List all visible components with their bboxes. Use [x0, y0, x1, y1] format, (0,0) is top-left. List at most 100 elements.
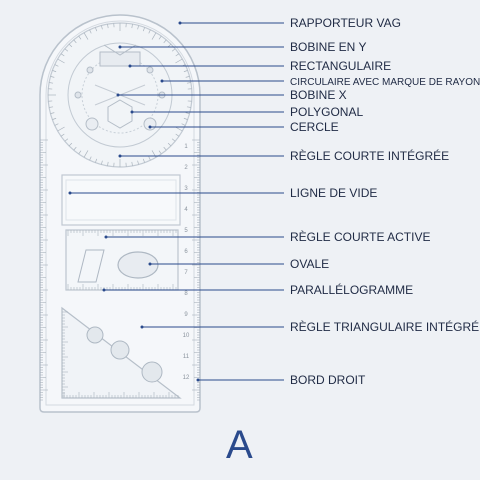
label-parallelogramme: PARALLÉLOGRAMME — [290, 283, 414, 297]
protractor-tick — [60, 53, 65, 57]
rectangular-slot — [99, 51, 141, 67]
ruler-number: 2 — [184, 165, 188, 171]
protractor-tick — [158, 35, 162, 40]
protractor-tick — [64, 48, 69, 52]
protractor-tick — [151, 32, 157, 40]
protractor-tick — [50, 76, 55, 78]
protractor-tick — [101, 25, 103, 30]
leader-dot — [148, 262, 152, 266]
protractor-tick — [52, 117, 57, 120]
ruler-number: 5 — [184, 228, 188, 234]
figure-caption: A — [226, 423, 253, 467]
protractor-tick — [54, 64, 59, 67]
ruler-number: 3 — [184, 186, 188, 192]
protractor-tick — [175, 58, 183, 64]
leader-dot — [128, 64, 132, 68]
label-bobine-x: BOBINE X — [290, 88, 347, 102]
protractor-tick — [57, 126, 65, 132]
ruler-number: 7 — [184, 270, 188, 276]
protractor-tick — [171, 138, 176, 142]
protractor-tick — [148, 156, 151, 161]
protractor-tick — [83, 32, 89, 40]
protractor-tick — [68, 43, 73, 48]
protractor-tick — [185, 76, 190, 78]
protractor-tick — [49, 82, 54, 84]
ruler-scale-right — [192, 139, 200, 401]
protractor-tick — [175, 53, 180, 57]
leader-lines — [68, 21, 284, 382]
protractor-tick — [50, 112, 55, 114]
protractor-tick — [167, 142, 172, 147]
protractor-tick — [89, 156, 92, 161]
protractor-tick — [183, 117, 188, 120]
ruler-number: 1 — [184, 144, 188, 150]
empty-line-window — [61, 174, 181, 226]
protractor-tick — [60, 133, 65, 137]
circle-hole-top-left — [86, 66, 94, 74]
triangle-hole-1 — [86, 326, 104, 344]
protractor-tick — [175, 133, 180, 137]
protractor-tick — [181, 123, 186, 126]
leader-dot — [130, 110, 134, 114]
protractor-tick — [68, 142, 73, 147]
protractor-tick — [101, 160, 103, 165]
label-ovale: OVALE — [290, 257, 330, 271]
label-bobine-en-y: BOBINE EN Y — [290, 40, 367, 54]
leader-dot — [178, 21, 182, 25]
ruler-number: 9 — [184, 312, 188, 318]
protractor-tick — [163, 39, 167, 44]
label-ligne-de-vide: LIGNE DE VIDE — [290, 186, 378, 200]
leader-dot — [118, 154, 122, 158]
leader-dot — [160, 79, 164, 83]
protractor-tick — [64, 138, 69, 142]
ruler-number: 8 — [184, 291, 188, 297]
protractor-tick — [78, 150, 82, 155]
triangle-hole-3 — [141, 361, 163, 383]
protractor-tick — [137, 160, 139, 165]
protractor-tick — [73, 39, 77, 44]
protractor-tick — [137, 25, 139, 30]
protractor-tick — [142, 158, 145, 163]
protractor-tick — [52, 70, 57, 73]
label-regle-triangulaire-integree: RÈGLE TRIANGULAIRE INTÉGRÉE — [290, 320, 480, 334]
label-regle-courte-active: RÈGLE COURTE ACTIVE — [290, 230, 431, 244]
y-coil-shape — [103, 44, 137, 56]
protractor-tick — [107, 161, 109, 166]
ruler-scale-left — [40, 139, 48, 401]
protractor-tick — [163, 146, 167, 151]
empty-line-inner — [65, 179, 177, 221]
triangle-ticks — [62, 311, 179, 398]
protractor-tick — [54, 123, 59, 126]
protractor-tick — [185, 112, 190, 114]
protractor-tick — [107, 24, 109, 29]
leader-dot — [118, 45, 122, 49]
label-cercle: CERCLE — [290, 120, 339, 134]
leader-dot — [104, 235, 108, 239]
circle-hole-top-right — [146, 66, 154, 74]
protractor-tick — [73, 146, 77, 151]
label-bord-droit: BORD DROIT — [290, 373, 366, 387]
protractor-tick — [131, 161, 133, 166]
ruler-number: 12 — [183, 375, 190, 381]
protractor-tick — [131, 24, 133, 29]
leader-dot — [68, 191, 72, 195]
polygonal-shape — [107, 99, 133, 129]
protractor-tick — [186, 82, 191, 84]
protractor-tick — [78, 35, 82, 40]
protractor-tick — [95, 27, 98, 32]
protractor-tick — [95, 158, 98, 163]
protractor-tick — [175, 126, 183, 132]
oval-hole — [117, 251, 159, 279]
protractor-tick — [49, 106, 54, 108]
ruler-number: 11 — [183, 354, 190, 360]
ruler-number: 10 — [183, 333, 190, 339]
leader-dot — [102, 288, 106, 292]
protractor-tick — [142, 27, 145, 32]
circle-hole-left — [85, 117, 99, 131]
protractor-tick — [167, 43, 172, 48]
protractor-tick — [183, 70, 188, 73]
triangle-hole-2 — [110, 340, 130, 360]
parallelogram-shape — [77, 249, 105, 283]
ruler-number: 6 — [184, 249, 188, 255]
